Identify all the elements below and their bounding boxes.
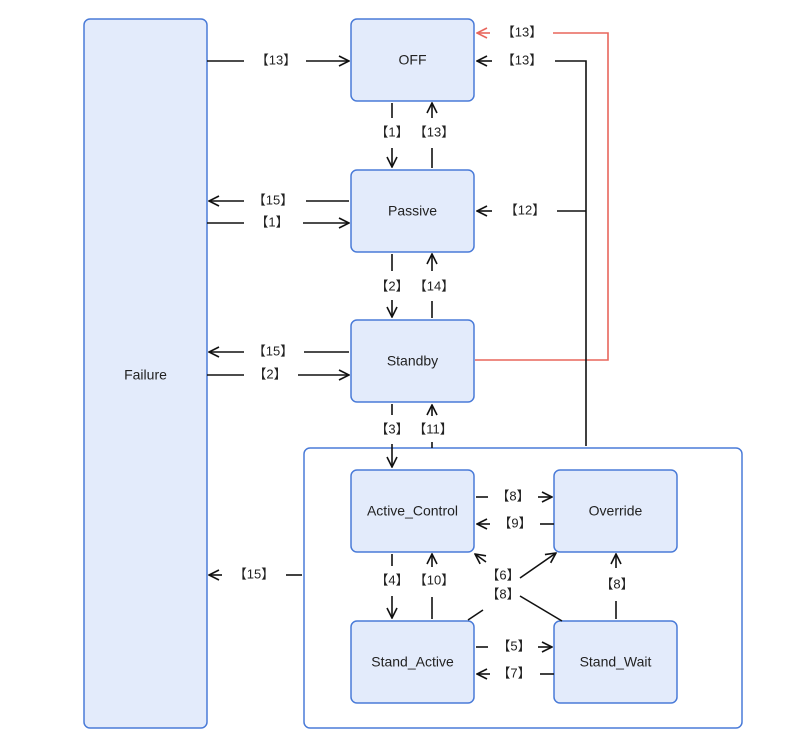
- label-passive-to-off: 【13】: [414, 124, 454, 139]
- stand-wait-state-box: [553, 620, 678, 704]
- label-diag-6: 【6】: [486, 567, 519, 582]
- label-group-to-failure: 【15】: [234, 566, 274, 581]
- stand-active-state-box: [350, 620, 475, 704]
- override-state-box: [553, 469, 678, 553]
- label-group-to-passive: 【12】: [505, 202, 545, 217]
- transition-diagonals: [467, 553, 563, 622]
- standby-state-label: Standby: [387, 353, 438, 369]
- transition-off-passive: [392, 103, 432, 168]
- transition-standby-failure: [207, 352, 349, 375]
- passive-state[interactable]: Passive: [350, 169, 475, 253]
- stand-wait-state-label: Stand_Wait: [580, 654, 652, 670]
- transition-group-to-off: [477, 61, 587, 446]
- transition-active-override: [476, 497, 554, 524]
- passive-state-box: [350, 169, 475, 253]
- label-group-to-off: 【13】: [502, 52, 542, 67]
- label-standby-to-failure: 【15】: [253, 343, 293, 358]
- override-state-label: Override: [589, 503, 643, 519]
- off-state-label: OFF: [399, 52, 427, 68]
- label-failure-to-passive: 【1】: [255, 214, 288, 229]
- label-active-to-standactive: 【4】: [375, 572, 408, 587]
- off-state[interactable]: OFF: [350, 18, 475, 102]
- label-standwait-to-standactive: 【7】: [497, 665, 530, 680]
- standby-state[interactable]: Standby: [350, 319, 475, 403]
- active-control-state-box: [350, 469, 475, 553]
- label-diag-8: 【8】: [486, 586, 519, 601]
- override-state[interactable]: Override: [553, 469, 678, 553]
- label-standwait-to-override: 【8】: [600, 576, 633, 591]
- label-failure-to-off: 【13】: [256, 52, 296, 67]
- label-red-to-off: 【13】: [502, 24, 542, 39]
- transition-standactive-standwait: [476, 647, 554, 674]
- active-control-state[interactable]: Active_Control: [350, 469, 475, 553]
- active-control-state-label: Active_Control: [367, 503, 458, 519]
- transition-passive-failure: [207, 201, 349, 223]
- failure-state-box: [83, 18, 208, 729]
- stand-active-state-label: Stand_Active: [371, 654, 454, 670]
- standby-state-box: [350, 319, 475, 403]
- label-standby-to-active: 【3】: [375, 421, 408, 436]
- label-standactive-to-standwait: 【5】: [497, 638, 530, 653]
- transition-standby-active: [392, 404, 432, 467]
- label-off-to-passive: 【1】: [375, 124, 408, 139]
- off-state-box: [350, 18, 475, 102]
- label-failure-to-standby: 【2】: [253, 366, 286, 381]
- transition-standby-to-off-red: [475, 33, 609, 361]
- label-override-to-active: 【9】: [498, 515, 531, 530]
- label-passive-to-failure: 【15】: [253, 192, 293, 207]
- label-active-to-override: 【8】: [496, 488, 529, 503]
- label-standby-to-passive: 【14】: [414, 278, 454, 293]
- failure-state[interactable]: Failure: [83, 18, 208, 729]
- transition-active-standactive: [392, 554, 432, 619]
- label-standactive-to-active: 【10】: [414, 572, 454, 587]
- stand-wait-state[interactable]: Stand_Wait: [553, 620, 678, 704]
- label-passive-to-standby: 【2】: [375, 278, 408, 293]
- label-active-to-standby: 【11】: [413, 421, 453, 436]
- transition-passive-standby: [392, 254, 432, 318]
- failure-state-label: Failure: [124, 367, 167, 383]
- stand-active-state[interactable]: Stand_Active: [350, 620, 475, 704]
- passive-state-label: Passive: [388, 203, 437, 219]
